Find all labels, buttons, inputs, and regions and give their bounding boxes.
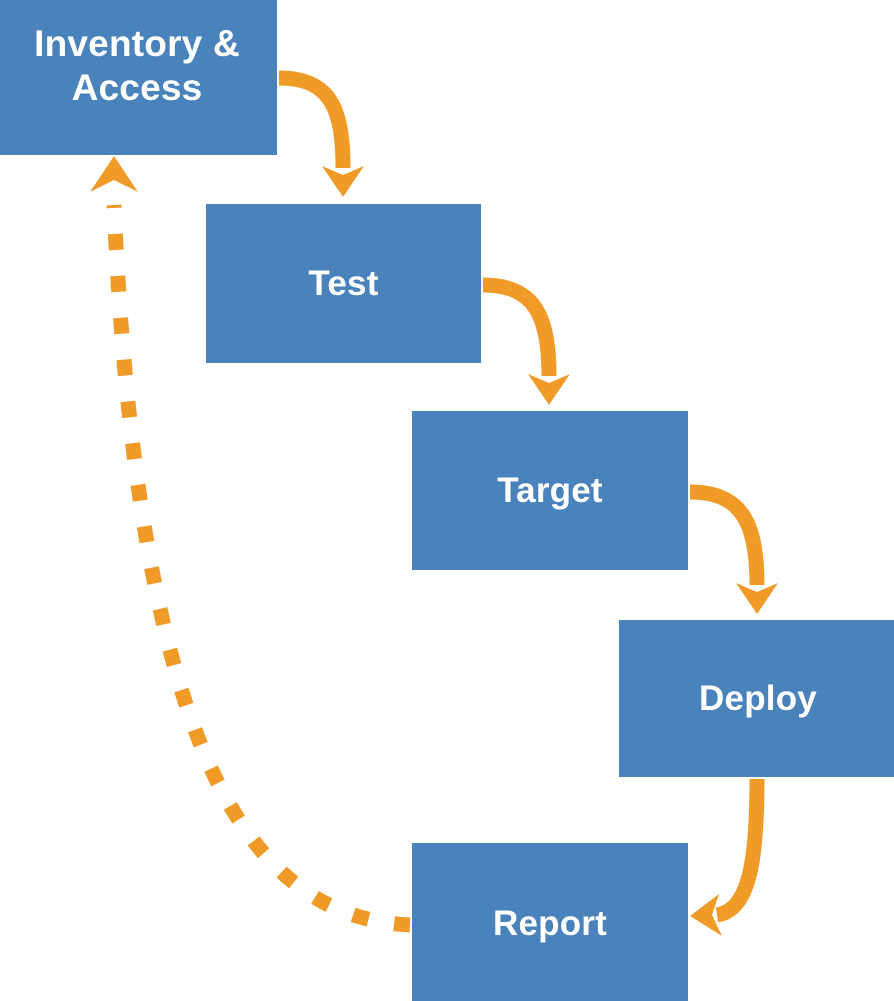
node-report-label: Report: [493, 903, 607, 943]
connector-deploy-to-report: [690, 778, 765, 936]
connector-inventory-to-test: [278, 70, 364, 197]
node-target[interactable]: Target: [412, 411, 688, 570]
node-report[interactable]: Report: [412, 843, 688, 1001]
connector-target-to-deploy: [689, 484, 778, 614]
connector-test-to-target: [482, 277, 570, 405]
node-deploy-label: Deploy: [699, 678, 817, 718]
node-inventory-access[interactable]: Inventory & Access: [0, 0, 277, 155]
node-test-label: Test: [308, 263, 379, 303]
node-inventory-access-label: Inventory & Access: [34, 23, 240, 108]
node-deploy[interactable]: Deploy: [619, 620, 894, 777]
node-test[interactable]: Test: [206, 204, 481, 363]
node-target-label: Target: [497, 470, 603, 510]
